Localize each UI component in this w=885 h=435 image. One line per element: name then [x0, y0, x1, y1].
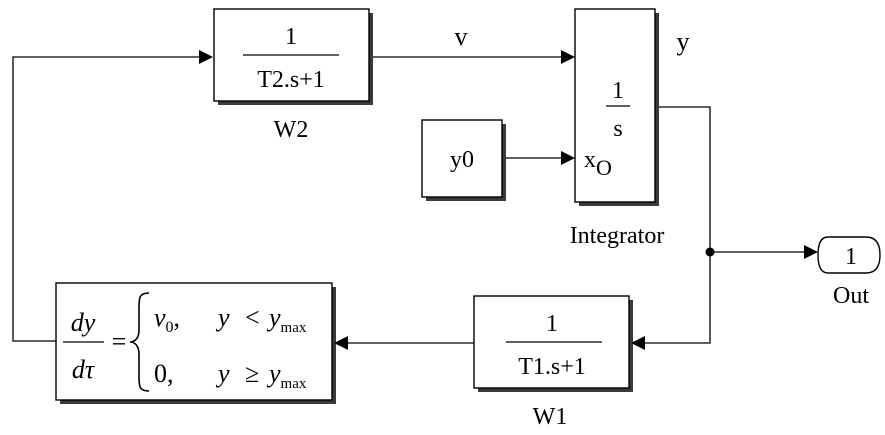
integrator-denominator: s: [613, 116, 622, 142]
w1-denominator: T1.s+1: [518, 354, 586, 380]
out-port-caption: Out: [833, 283, 869, 309]
y0-label: y0: [450, 147, 474, 173]
w2-block[interactable]: 1 T2.s+1: [213, 8, 373, 105]
w2-caption: W2: [274, 117, 309, 143]
out-port[interactable]: 1: [817, 236, 881, 274]
switch-lhs-denominator: dτ: [72, 355, 96, 384]
switch-case2: 0,y≥ymax: [154, 359, 307, 392]
w2-numerator: 1: [285, 24, 297, 50]
w1-block[interactable]: 1 T1.s+1: [473, 295, 633, 392]
signal-v-arrow: [561, 50, 575, 64]
y0-constant-block[interactable]: y0: [421, 119, 506, 201]
switch-lhs-numerator: dy: [71, 308, 96, 337]
signal-v-label: v: [455, 22, 468, 51]
signal-y-to-out-arrow: [804, 245, 818, 259]
signal-y-wire[interactable]: [643, 106, 711, 344]
w1-numerator: 1: [546, 311, 558, 337]
switch-equals: =: [112, 327, 127, 356]
integrator-ic-port-label: xO: [584, 147, 612, 180]
w1-caption: W1: [533, 404, 568, 430]
integrator-caption: Integrator: [570, 223, 665, 249]
signal-y-to-w1-arrow: [631, 336, 645, 350]
out-port-number: 1: [845, 244, 857, 270]
out-port-shape: [817, 236, 881, 274]
signal-feedback-wire[interactable]: [12, 56, 200, 342]
integrator-numerator: 1: [612, 78, 624, 104]
switch-brace: [129, 292, 150, 392]
signal-feedback-arrow: [199, 50, 213, 64]
integrator-block[interactable]: 1 s xO: [574, 8, 659, 206]
switch-case1: v0,y<ymax: [154, 303, 307, 336]
signal-y-label: y: [677, 27, 690, 56]
signal-y0-arrow: [561, 151, 575, 165]
signal-w1-arrow: [334, 336, 348, 350]
w2-denominator: T2.s+1: [257, 67, 325, 93]
switch-law-block[interactable]: dy dτ = v0,y<ymax 0,y≥ymax: [55, 282, 336, 404]
